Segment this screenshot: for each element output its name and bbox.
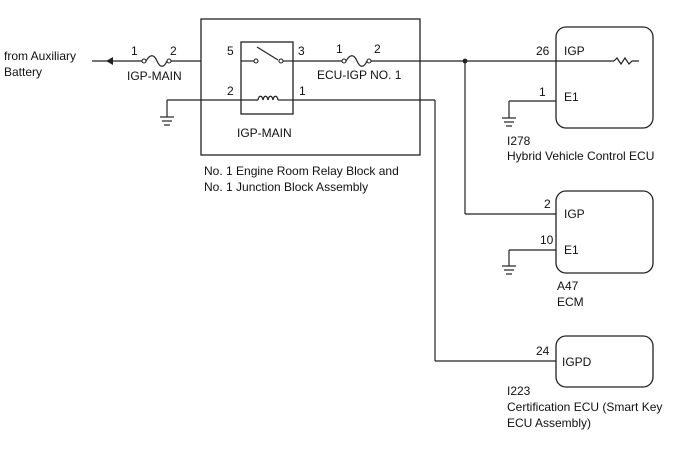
supply-arrow-icon [106,57,113,65]
hv-ecu-e1-label: E1 [564,90,579,104]
relay-switch-blade-icon [256,46,279,61]
relay-pin-3: 3 [298,44,305,58]
fuse-igp-main-pin-in: 1 [131,44,138,58]
cert-ecu-name-1: Certification ECU (Smart Key [507,400,662,414]
relay-pin-1: 1 [299,84,306,98]
source-label-line1: from Auxiliary [4,49,76,63]
fuse-ecu-igp-terminal-out [366,58,372,64]
ecm-name: ECM [557,295,584,309]
hv-ecu-igp-label: IGP [564,44,585,58]
fuse-ecu-igp-pin-in: 1 [336,42,343,56]
fuse-igp-main-pin-out: 2 [170,44,177,58]
fuse-ecu-igp-pin-out: 2 [374,42,381,56]
hv-ecu-e1-pin: 1 [539,85,546,99]
ecm-igp-label: IGP [564,207,585,221]
cert-ecu-pin: 24 [536,344,550,358]
junction-block-caption-2: No. 1 Junction Block Assembly [204,180,368,194]
fuse-ecu-igp-icon [345,55,368,67]
cert-ecu-code: I223 [507,384,531,398]
hv-ecu-name: Hybrid Vehicle Control ECU [507,149,654,163]
ground-icon [502,265,516,275]
ground-icon [160,116,174,126]
relay-pin-2: 2 [227,84,234,98]
fuse-igp-main-terminal-out [166,58,172,64]
ecm-box [555,190,654,274]
relay-switch-contact-b [278,58,284,64]
relay-switch-contact-a [253,58,259,64]
source-label-line2: Battery [4,65,42,79]
relay-pin-5: 5 [227,44,234,58]
fuse-ecu-igp-terminal-in [341,58,347,64]
fuse-igp-main-label: IGP-MAIN [127,69,182,83]
fuse-igp-main-terminal-in [141,58,147,64]
fuse-ecu-igp-label: ECU-IGP NO. 1 [317,68,402,82]
resistor-icon [613,56,639,66]
ecm-igp-pin: 2 [544,197,551,211]
junction-block-caption-1: No. 1 Engine Room Relay Block and [204,164,399,178]
hv-ecu-box [555,26,654,129]
relay-name-label: IGP-MAIN [237,126,292,140]
ecm-e1-label: E1 [564,243,579,257]
cert-ecu-pin-label: IGPD [562,355,592,369]
ecm-code: A47 [557,279,579,293]
fuse-igp-main-icon [145,55,168,67]
hv-ecu-code: I278 [507,134,531,148]
relay-coil-icon [257,95,279,101]
cert-ecu-box [555,335,654,388]
junction-block-box [200,18,421,156]
ground-icon [502,117,516,127]
cert-ecu-name-2: ECU Assembly) [507,416,591,430]
igp-main-relay-box [240,41,294,115]
hv-ecu-igp-pin: 26 [536,44,550,58]
ecm-e1-pin: 10 [540,233,554,247]
